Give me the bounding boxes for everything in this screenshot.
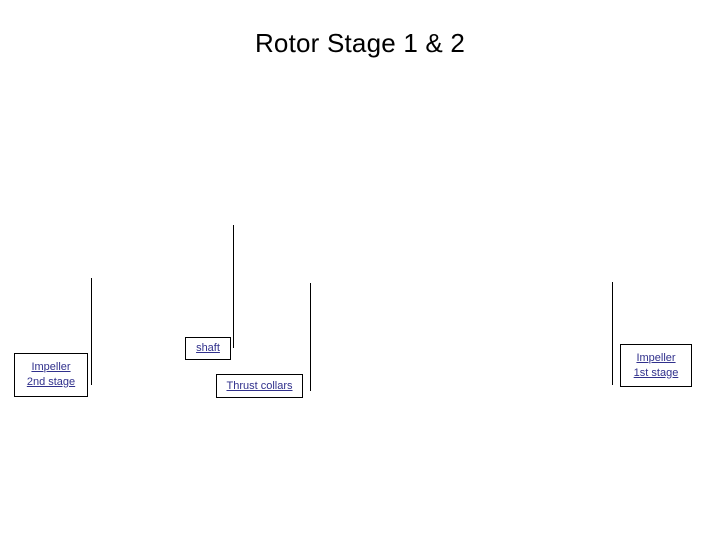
callout-label-line: 2nd stage xyxy=(26,376,76,388)
leader-line-impeller-2nd-stage xyxy=(91,278,92,385)
callout-impeller-2nd-stage[interactable]: Impeller 2nd stage xyxy=(14,353,88,397)
leader-line-shaft xyxy=(233,225,234,348)
callout-label-line: Impeller xyxy=(31,361,71,373)
callout-thrust-collars[interactable]: Thrust collars xyxy=(216,374,303,398)
page-title: Rotor Stage 1 & 2 xyxy=(254,28,466,58)
callout-label-line: 1st stage xyxy=(633,366,679,379)
callout-impeller-1st-stage[interactable]: Impeller 1st stage xyxy=(620,344,692,387)
leader-line-impeller-1st-stage xyxy=(612,282,613,385)
callout-label-line: Impeller xyxy=(636,351,676,364)
callout-label-line: Thrust collars xyxy=(226,379,293,392)
callout-label-line: shaft xyxy=(196,342,220,354)
leader-line-thrust-collars xyxy=(310,283,311,391)
callout-shaft[interactable]: shaft xyxy=(185,337,231,360)
